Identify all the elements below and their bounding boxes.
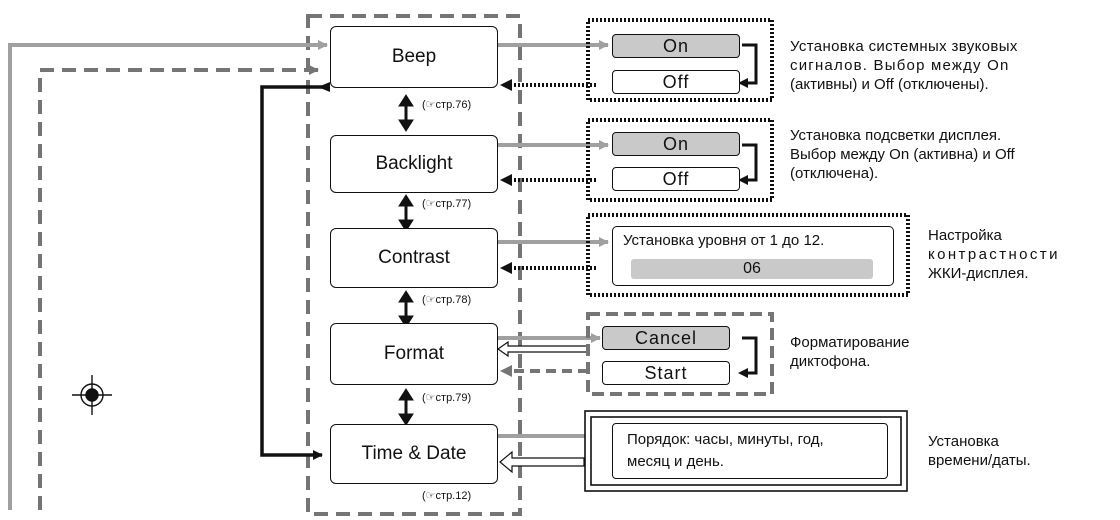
- page-ref: (☞стр.76): [422, 99, 472, 111]
- format-start-option[interactable]: Start: [602, 361, 730, 385]
- contrast-description: Настройка контрастности ЖКИ-дисплея.: [928, 227, 1060, 282]
- format-description: Форматирование диктофона.: [790, 334, 910, 370]
- return-dashed-line: [38, 65, 319, 510]
- contrast-value[interactable]: 06: [631, 259, 873, 279]
- beep-on-option[interactable]: On: [612, 34, 740, 58]
- menu-item-format[interactable]: Format: [330, 323, 498, 385]
- loop-black-line: [260, 85, 330, 460]
- time-order-line1: Порядок: часы, минуты, год,: [627, 431, 824, 448]
- beep-options-frame: [586, 18, 774, 102]
- time-order-line2: месяц и день.: [627, 453, 724, 470]
- menu-item-label: Format: [383, 343, 445, 364]
- contrast-instruction: Установка уровня от 1 до 12.: [623, 232, 825, 249]
- time-option-panel: Порядок: часы, минуты, год, месяц и день…: [612, 423, 888, 479]
- format-cancel-option[interactable]: Cancel: [602, 326, 730, 350]
- format-hollow-arrow: [496, 340, 589, 358]
- backlight-on-option[interactable]: On: [612, 132, 740, 156]
- menu-item-label: Backlight: [375, 153, 453, 174]
- dotted-returns: [508, 83, 596, 270]
- menu-item-contrast[interactable]: Contrast: [330, 228, 498, 288]
- contrast-options-frame: [586, 213, 910, 297]
- contrast-option-panel: Установка уровня от 1 до 12. 06: [612, 226, 894, 286]
- format-options-frame: [586, 312, 774, 396]
- time-hollow-arrow: [499, 450, 585, 474]
- page-ref: (☞стр.12): [422, 490, 472, 502]
- backlight-options-frame: [586, 118, 774, 202]
- time-options-frame-inner: [590, 416, 902, 486]
- page-ref: (☞стр.79): [422, 392, 472, 404]
- time-description: Установка времени/даты.: [928, 433, 1031, 469]
- menu-item-label: Contrast: [378, 247, 450, 268]
- menu-item-time-date[interactable]: Time & Date: [330, 424, 498, 484]
- page-ref: (☞стр.77): [422, 198, 472, 210]
- beep-off-option[interactable]: Off: [612, 70, 740, 94]
- menu-item-label: Beep: [391, 46, 437, 67]
- menu-item-backlight[interactable]: Backlight: [330, 135, 498, 193]
- page-ref: (☞стр.78): [422, 294, 472, 306]
- updown-arrows: [398, 94, 414, 426]
- registration-mark-icon: [72, 375, 112, 415]
- toggle-brackets: [742, 43, 758, 375]
- menu-item-label: Time & Date: [361, 443, 467, 464]
- backlight-description: Установка подсветки дисплея. Выбор между…: [790, 127, 1015, 182]
- menu-item-beep[interactable]: Beep: [330, 26, 498, 88]
- entry-gray-line: [8, 40, 328, 510]
- menu-dashed-frame: [306, 14, 522, 516]
- beep-description: Установка системных звуковых сигналов. В…: [790, 38, 1018, 93]
- backlight-off-option[interactable]: Off: [612, 167, 740, 191]
